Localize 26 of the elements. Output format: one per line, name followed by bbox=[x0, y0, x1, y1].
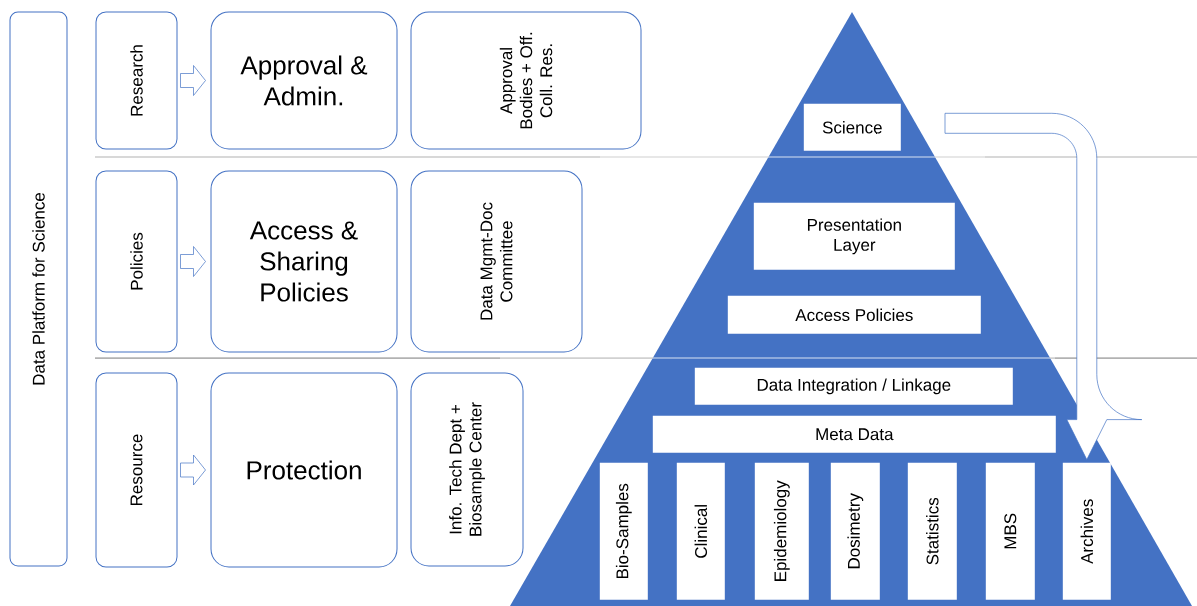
layer-box: Presentation Layer bbox=[753, 202, 955, 270]
body-box: Approval Bodies + Off. Coll. Res. bbox=[410, 11, 642, 150]
block-arrow bbox=[180, 65, 206, 96]
layer-box: Data Integration / Linkage bbox=[694, 367, 1013, 405]
source-bar: Epidemiology bbox=[754, 462, 809, 600]
block-arrow bbox=[180, 454, 206, 486]
source-bar: Statistics bbox=[907, 462, 957, 600]
source-bar: MBS bbox=[985, 462, 1035, 600]
body-box: Data Mgmt-Doc Committee bbox=[410, 170, 583, 353]
source-bar: Archives bbox=[1062, 462, 1111, 600]
source-bar: Clinical bbox=[676, 462, 725, 600]
block-arrow bbox=[180, 246, 206, 277]
source-bar: Bio-Samples bbox=[599, 462, 648, 600]
topic-box: Approval & Admin. bbox=[210, 11, 398, 150]
side-banner: Data Platform for Science bbox=[9, 11, 68, 567]
body-box: Info. Tech Dept + Biosample Center bbox=[410, 372, 524, 567]
layer-box: Access Policies bbox=[727, 295, 981, 334]
source-bar: Dosimetry bbox=[830, 462, 880, 600]
topic-box: Access & Sharing Policies bbox=[210, 170, 398, 353]
layer-box: Meta Data bbox=[652, 415, 1056, 453]
category-box: Research bbox=[95, 11, 178, 150]
block-arrow bbox=[944, 112, 1143, 460]
layer-box: Science bbox=[803, 103, 901, 151]
category-box: Policies bbox=[95, 170, 178, 353]
category-box: Resource bbox=[95, 372, 178, 568]
topic-box: Protection bbox=[210, 372, 398, 568]
